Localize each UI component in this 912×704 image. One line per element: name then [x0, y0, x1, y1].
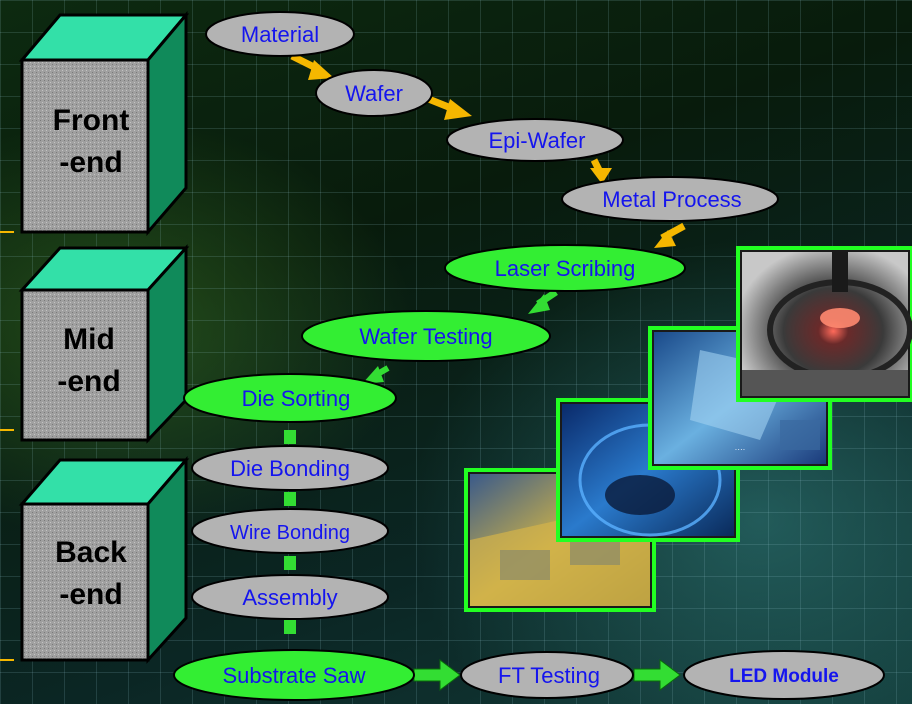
- step-label: Wafer: [345, 81, 403, 106]
- step-material[interactable]: Material: [205, 11, 355, 57]
- arrow-material-to-wafer: [290, 52, 334, 80]
- step-label: Wafer Testing: [359, 324, 492, 349]
- step-die-bonding[interactable]: Die Bonding: [191, 445, 389, 491]
- step-label: Wire Bonding: [230, 522, 350, 544]
- photo-caption-decoration: ····: [735, 445, 746, 454]
- step-label: FT Testing: [498, 663, 600, 688]
- stage-box-mid-end: Mid -end: [18, 244, 190, 444]
- stage-box-front-end: Front -end: [18, 10, 190, 237]
- connector-die-sorting-to-die-bonding: [284, 430, 296, 444]
- stage-label-line1: Front: [53, 104, 130, 137]
- step-laser-scribing[interactable]: Laser Scribing: [444, 244, 686, 292]
- step-label: Epi-Wafer: [489, 128, 586, 153]
- stage-label-line2: -end: [57, 365, 120, 398]
- step-substrate-saw[interactable]: Substrate Saw: [173, 649, 415, 701]
- arrow-ft-testing-to-led-module: [633, 659, 681, 691]
- step-label: LED Module: [729, 666, 839, 687]
- step-label: Substrate Saw: [222, 663, 365, 688]
- arrow-epi-to-metal: [590, 158, 612, 184]
- arrow-metal-to-laser: [654, 222, 686, 248]
- step-label: Assembly: [242, 585, 337, 610]
- connector-assembly-to-substrate-saw: [284, 620, 296, 634]
- stage-label-line1: Mid: [63, 323, 115, 356]
- step-die-sorting[interactable]: Die Sorting: [183, 373, 397, 423]
- step-label: Material: [241, 22, 319, 47]
- connector-die-bonding-to-wire-bonding: [284, 492, 296, 506]
- step-wafer-testing[interactable]: Wafer Testing: [301, 310, 551, 362]
- connector-wire-bonding-to-assembly: [284, 556, 296, 570]
- step-led-module[interactable]: LED Module: [683, 650, 885, 700]
- arrow-wafer-testing-to-die-sorting: [362, 365, 390, 384]
- arrow-substrate-saw-to-ft-testing: [413, 659, 461, 691]
- step-assembly[interactable]: Assembly: [191, 574, 389, 620]
- step-wire-bonding[interactable]: Wire Bonding: [191, 508, 389, 554]
- step-label: Laser Scribing: [495, 256, 636, 281]
- step-label: Metal Process: [602, 187, 741, 212]
- stage-label-line2: -end: [59, 146, 122, 179]
- step-wafer[interactable]: Wafer: [315, 69, 433, 117]
- stage-label-line2: -end: [59, 578, 122, 611]
- stage-label-line1: Back: [55, 536, 127, 569]
- step-ft-testing[interactable]: FT Testing: [460, 651, 634, 699]
- arrow-laser-to-wafer-testing: [528, 289, 558, 314]
- step-label: Die Sorting: [242, 386, 351, 411]
- stage-box-back-end: Back -end: [18, 455, 190, 664]
- step-metal-process[interactable]: Metal Process: [561, 176, 779, 222]
- arrow-wafer-to-epi: [424, 94, 472, 120]
- step-label: Die Bonding: [230, 456, 350, 481]
- step-epi-wafer[interactable]: Epi-Wafer: [446, 118, 624, 162]
- photo-wafer-chuck: [736, 246, 912, 402]
